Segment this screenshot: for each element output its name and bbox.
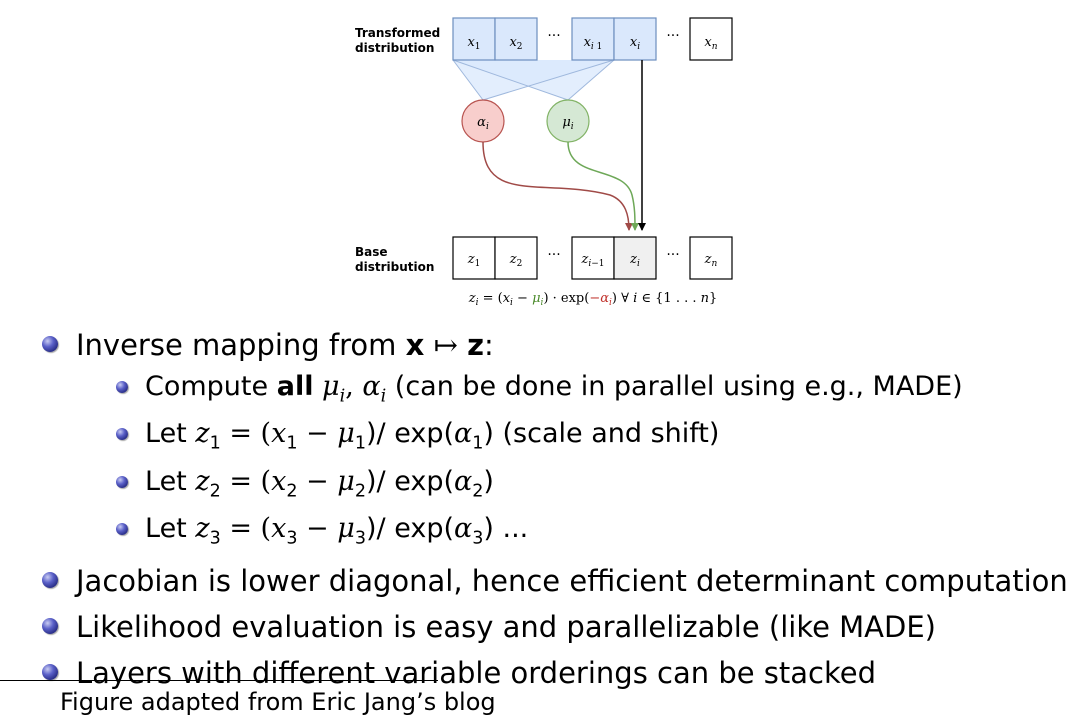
base-label-line2: distribution	[355, 260, 434, 274]
bullet-ball-icon	[42, 336, 58, 352]
footnote-rule	[0, 680, 438, 681]
cell-x-i-minus-1	[571, 17, 615, 61]
subbullet-compute-all: Compute all μi, αi (can be done in paral…	[40, 368, 1080, 415]
subbullet-ball-icon	[116, 381, 128, 393]
bottom-ellipsis-2: ···	[666, 247, 679, 263]
bullet-list: Inverse mapping from x ↦ z: Compute all …	[40, 322, 1080, 696]
mu-arrow	[567, 141, 639, 231]
transformed-label-line1: Transformed	[355, 26, 440, 40]
cell-z-n	[689, 236, 733, 280]
flow-formula: zi = (xi − μi) · exp(−αi) ∀ i ∈ {1 . . .…	[468, 291, 718, 308]
subbullet-ball-icon	[116, 523, 128, 536]
alpha-arrow	[482, 141, 633, 231]
cell-x2	[494, 17, 538, 61]
subbullet-ball-icon	[116, 428, 128, 441]
footnote: Figure adapted from Eric Jang’s blog	[60, 688, 496, 716]
cell-x-i-text: xi	[630, 35, 640, 52]
fan-to-mu	[453, 60, 614, 100]
bullet-layers: Layers with different variable orderings…	[40, 650, 1080, 696]
bottom-row: z1 z2 zi−1 zi zn ··· ···	[452, 236, 733, 280]
cell-x-i	[613, 17, 657, 61]
cell-z-i	[613, 236, 657, 280]
transformed-label-line2: distribution	[355, 41, 434, 55]
top-ellipsis-1: ···	[547, 28, 560, 44]
cell-z2	[494, 236, 538, 280]
top-row: x1 x2 xi 1 xi xn ··· ···	[452, 17, 733, 61]
subbullet-let-z3: Let z3 = (x3 − μ3)/ exp(α3) ...	[40, 510, 1080, 557]
maf-diagram: Transformed distribution Base distributi…	[355, 17, 733, 308]
mu-node-label: μi	[562, 115, 573, 132]
bottom-ellipsis-1: ···	[547, 247, 560, 263]
bullet-jacobian: Jacobian is lower diagonal, hence effici…	[40, 558, 1080, 604]
subbullet-let-z2: Let z2 = (x2 − μ2)/ exp(α2)	[40, 463, 1080, 510]
bullet-ball-icon	[42, 617, 58, 634]
cell-x-n	[689, 17, 733, 61]
bullet-ball-icon	[42, 571, 58, 588]
cell-z-i-minus-1	[571, 236, 615, 280]
top-ellipsis-2: ···	[666, 28, 679, 44]
bullet-ball-icon	[42, 663, 58, 680]
alpha-node-label: αi	[477, 115, 489, 132]
cell-z-i-text: zi	[629, 252, 640, 269]
bullet-likelihood: Likelihood evaluation is easy and parall…	[40, 604, 1080, 650]
subbullet-ball-icon	[116, 475, 128, 488]
subbullet-let-z1: Let z1 = (x1 − μ1)/ exp(α1) (scale and s…	[40, 415, 1080, 462]
bullet-inverse-mapping: Inverse mapping from x ↦ z:	[40, 322, 1080, 368]
base-label-line1: Base	[355, 245, 388, 259]
